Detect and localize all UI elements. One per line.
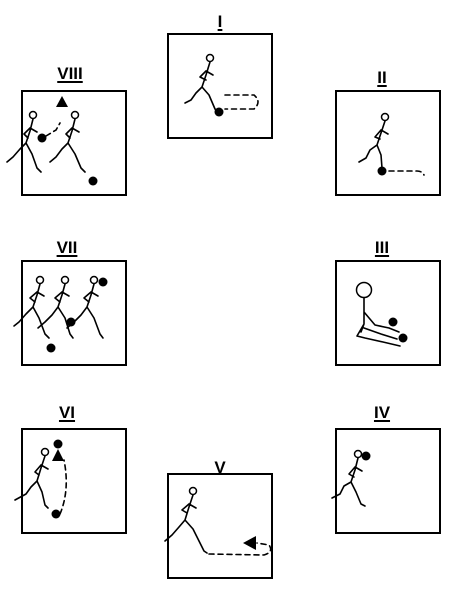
station-label-ii: II <box>377 68 387 87</box>
arrow-icon <box>56 96 68 107</box>
player-juggling-figure <box>355 281 408 347</box>
station-panel-viii <box>6 90 127 196</box>
player-heading-figure <box>331 449 371 507</box>
station-panel-v <box>164 473 273 579</box>
player-dribbling-figure <box>184 53 259 117</box>
station-label-iii: III <box>374 238 390 257</box>
station-panel-iv <box>331 428 441 534</box>
station-label-viii: VIII <box>57 64 83 83</box>
station-panel-vii <box>13 260 127 366</box>
station-panel-vi <box>14 428 127 534</box>
arrow-icon <box>243 536 256 550</box>
player-dribbling-figure <box>14 439 68 519</box>
station-panel-iii <box>335 260 441 366</box>
arrow-icon <box>52 449 64 461</box>
station-label-vi: VI <box>58 403 76 422</box>
player-dribbling-figure <box>164 486 272 556</box>
station-panel-ii <box>335 90 441 196</box>
station-label-iv: IV <box>373 403 391 422</box>
station-label-vii: VII <box>56 238 78 257</box>
station-label-v: V <box>214 458 226 477</box>
group-dribbling-figures <box>13 275 108 353</box>
station-panel-i <box>167 33 273 139</box>
station-label-i: I <box>217 12 223 31</box>
pair-passing-figures <box>6 96 98 186</box>
player-dribbling-figure <box>358 112 425 176</box>
